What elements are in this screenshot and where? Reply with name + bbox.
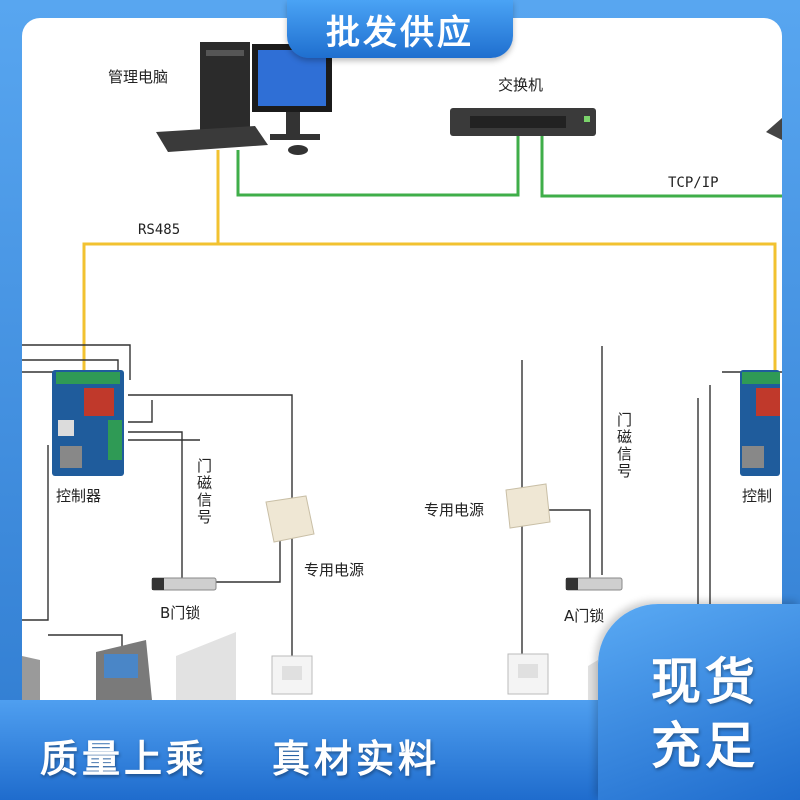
- wire-left-lower: [22, 445, 49, 621]
- computer-icon: [156, 42, 332, 155]
- wire-ctrl-to-sensor: [128, 400, 153, 423]
- network-lines: [236, 135, 782, 198]
- reader-left-edge-icon: [22, 656, 40, 700]
- rs485-trunk: [82, 150, 220, 370]
- exit-button-left-icon: [271, 655, 313, 695]
- wire-right-power-to-lock: [548, 509, 591, 580]
- power-supply-right-icon: [505, 483, 551, 529]
- lock-b-label: B门锁: [160, 604, 201, 622]
- diagram-panel: [22, 18, 782, 718]
- door-sensor-left-label: 门磁信号: [195, 458, 213, 526]
- slogan-left: 质量上乘: [40, 737, 209, 781]
- edge-device-icon: [766, 118, 782, 140]
- rs485-label: RS485: [138, 222, 181, 238]
- controller-left-label: 控制器: [56, 487, 102, 505]
- controller-right-label: 控制: [742, 487, 773, 505]
- face-reader-icon: [96, 640, 152, 700]
- lock-a-label: A门锁: [564, 607, 605, 625]
- corner-line-1: 现货: [651, 653, 759, 711]
- pc-to-switch-line: [236, 135, 520, 197]
- exit-button-right-icon: [507, 653, 549, 695]
- door-left-icon: [176, 632, 236, 700]
- tcpip-label: TCP/IP: [668, 175, 719, 191]
- power-left-label: 专用电源: [304, 561, 365, 579]
- switch-label: 交换机: [498, 76, 544, 94]
- door-sensor-right-label: 门磁信号: [615, 412, 633, 480]
- top-banner: 批发供应: [287, 0, 513, 58]
- controller-right-board: [740, 370, 780, 476]
- slogan-right: 真材实料: [272, 737, 441, 781]
- wire-left-1: [22, 344, 131, 380]
- rs485-bus: [82, 150, 777, 370]
- power-supply-left-icon: [265, 495, 315, 543]
- switch-to-tcpip-line: [540, 135, 782, 198]
- wire-power-to-lock-b: [215, 540, 281, 583]
- corner-badge: [598, 604, 800, 800]
- power-right-label: 专用电源: [424, 501, 485, 519]
- pc-label: 管理电脑: [108, 68, 169, 86]
- wire-ctrl-to-lock-b: [128, 431, 183, 580]
- lock-a-icon: [565, 577, 623, 591]
- lock-b-icon: [151, 577, 217, 591]
- controller-left-board: [52, 370, 124, 476]
- door-right-icon: [588, 660, 598, 700]
- corner-line-2: 充足: [651, 717, 759, 775]
- rs485-to-right: [218, 242, 777, 370]
- network-switch-icon: [450, 108, 596, 136]
- wire-ctrl-to-power: [128, 394, 293, 660]
